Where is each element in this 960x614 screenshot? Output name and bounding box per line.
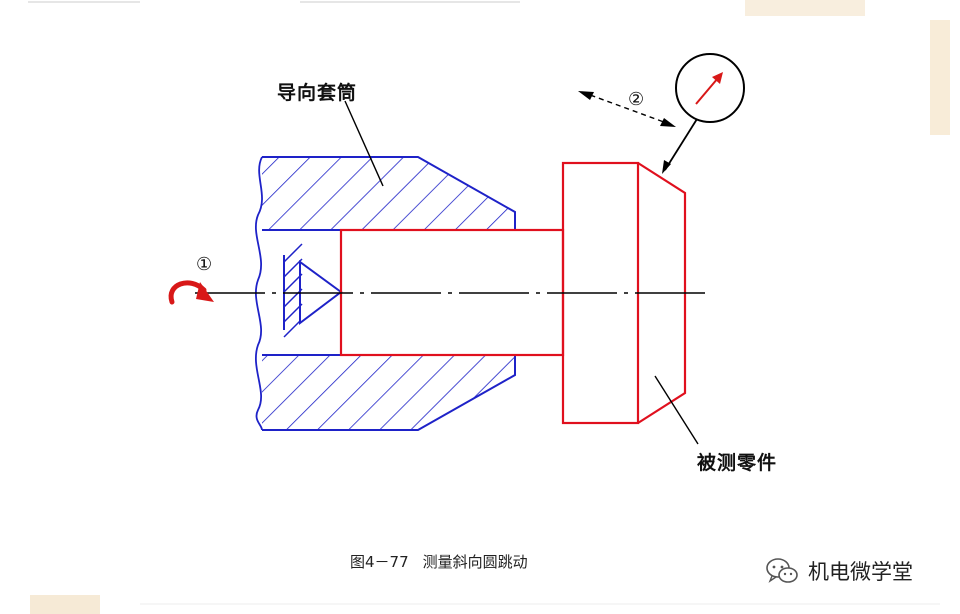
wechat-icon bbox=[766, 558, 798, 583]
center-support bbox=[283, 243, 343, 338]
page-edge-decoration bbox=[28, 0, 950, 614]
leader-line-part bbox=[654, 375, 699, 445]
guide-sleeve-label: 导向套筒 bbox=[277, 82, 358, 104]
rotation-marker: ① bbox=[196, 254, 213, 275]
measured-part-label: 被测零件 bbox=[697, 452, 778, 474]
figure-title: 测量斜向圆跳动 bbox=[422, 553, 528, 571]
direction-marker: ② bbox=[628, 89, 645, 110]
figure-caption: 图4－77 测量斜向圆跳动 bbox=[350, 551, 528, 572]
rotation-arrow-icon bbox=[168, 280, 214, 305]
figure-number: 图4－77 bbox=[350, 553, 409, 571]
watermark: 机电微学堂 bbox=[764, 555, 913, 587]
leader-line-sleeve bbox=[344, 100, 384, 187]
dial-indicator-icon bbox=[662, 53, 745, 174]
measuring-direction-arrow bbox=[578, 91, 676, 127]
watermark-text: 机电微学堂 bbox=[808, 560, 913, 584]
